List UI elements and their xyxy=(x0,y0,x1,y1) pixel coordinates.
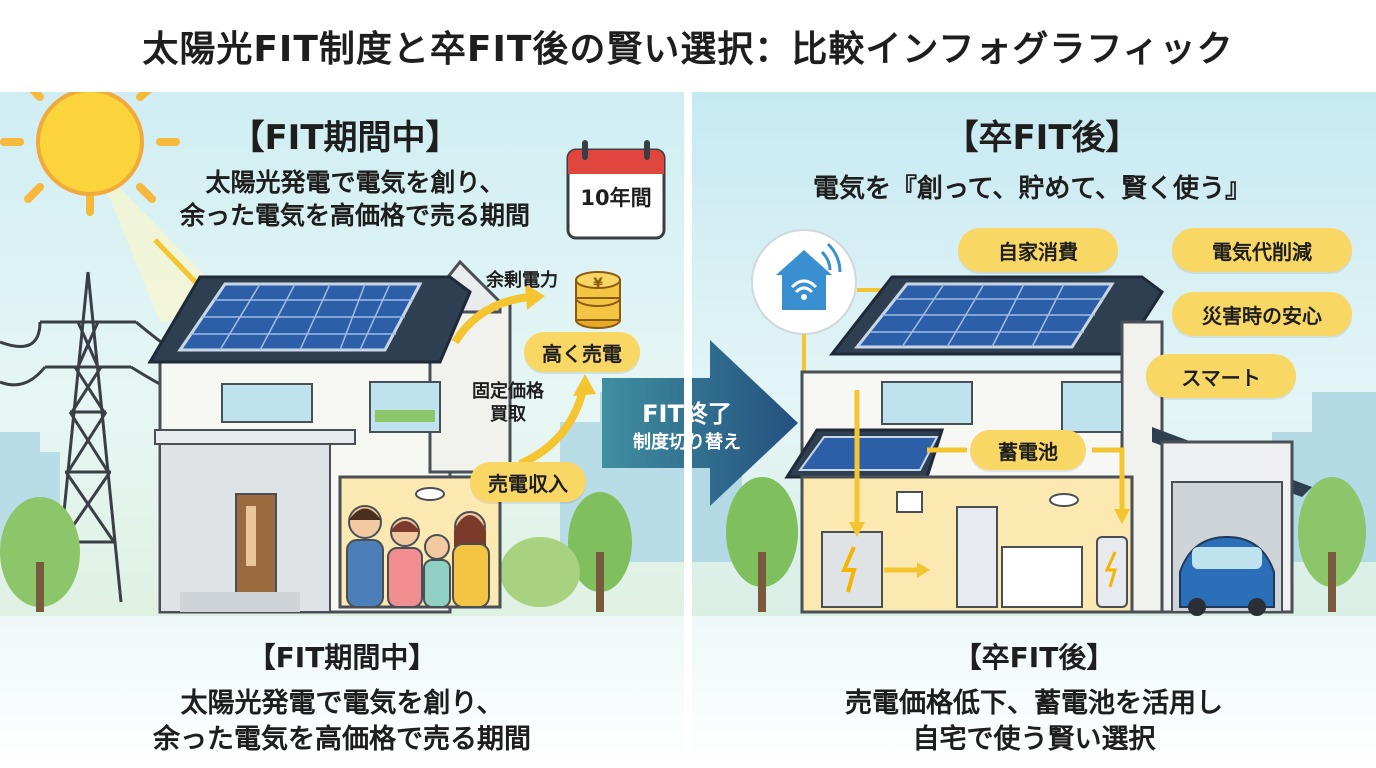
calendar-icon xyxy=(566,140,666,240)
fit-period-heading: 【FIT期間中】 xyxy=(230,118,460,158)
fixed-price-line2: 買取 xyxy=(490,404,526,426)
fit-period-subtitle-line2: 余った電気を高価格で売る期間 xyxy=(179,201,530,230)
yen-symbol: ¥ xyxy=(593,276,603,292)
sell-high-tag: 高く売電 xyxy=(524,332,640,372)
page-title: 太陽光FIT制度と卒FIT後の賢い選択：比較インフォグラフィック xyxy=(0,0,1376,92)
fit-period-caption-line1: 太陽光発電で電気を創り、 xyxy=(180,688,504,719)
fit-period-caption-line2: 余った電気を高価格で売る期間 xyxy=(153,723,531,755)
coin-stack-icon xyxy=(575,271,621,329)
income-arrow xyxy=(518,388,587,468)
house-icon xyxy=(784,275,1165,614)
house-icon xyxy=(147,259,512,614)
car-icon xyxy=(1179,535,1275,616)
post-fit-subtitle: 電気を『創って、貯めて、賢く使う』 xyxy=(812,174,1252,204)
self-consumption-tag: 自家消費 xyxy=(958,228,1118,272)
fixed-price-label: 固定価格 買取 xyxy=(458,380,558,427)
solar-panel-icon xyxy=(853,282,1115,349)
refrigerator-icon xyxy=(956,506,998,608)
post-fit-heading: 【卒FIT後】 xyxy=(944,118,1140,158)
surplus-power-label: 余剰電力 xyxy=(486,270,558,291)
fit-period-subtitle: 太陽光発電で電気を創り、 余った電気を高価格で売る期間 xyxy=(120,166,590,232)
fit-period-caption: 【FIT期間中】 太陽光発電で電気を創り、 余った電気を高価格で売る期間 xyxy=(0,616,684,768)
fit-period-subtitle-line1: 太陽光発電で電気を創り、 xyxy=(205,168,505,197)
post-fit-caption-line1: 売電価格低下、蓄電池を活用し xyxy=(845,688,1223,719)
post-fit-illustration xyxy=(692,229,1376,616)
post-fit-caption-line2: 自宅で使う賢い選択 xyxy=(912,723,1156,755)
fixed-price-line1: 固定価格 xyxy=(472,381,544,402)
sales-income-tag: 売電収入 xyxy=(470,462,586,502)
sun-icon xyxy=(0,92,180,216)
trees xyxy=(726,477,1366,612)
cost-reduction-tag: 電気代削減 xyxy=(1172,228,1352,272)
trees xyxy=(0,492,632,612)
battery-tag: 蓄電池 xyxy=(970,430,1086,470)
family-icon xyxy=(346,505,490,608)
smart-tag: スマート xyxy=(1146,354,1296,398)
smart-home-icon xyxy=(751,229,857,335)
fit-period-caption-text: 太陽光発電で電気を創り、 余った電気を高価格で売る期間 xyxy=(0,686,684,757)
post-fit-caption-title: 【卒FIT後】 xyxy=(953,641,1115,674)
calendar-label: 10年間 xyxy=(580,186,652,210)
fit-period-caption-title: 【FIT期間中】 xyxy=(247,641,437,674)
panel-divider xyxy=(684,92,692,768)
solar-panel-icon xyxy=(177,282,423,352)
surplus-arrow xyxy=(451,293,531,345)
post-fit-panel: 【卒FIT後】 電気を『創って、貯めて、賢く使う』 自家消費 電気代削減 災害時… xyxy=(692,92,1376,616)
fit-end-arrow xyxy=(602,340,798,506)
post-fit-caption: 【卒FIT後】 売電価格低下、蓄電池を活用し 自宅で使う賢い選択 xyxy=(692,616,1376,768)
disaster-safety-tag: 災害時の安心 xyxy=(1172,292,1352,336)
post-fit-caption-text: 売電価格低下、蓄電池を活用し 自宅で使う賢い選択 xyxy=(692,686,1376,757)
fit-period-panel: 【FIT期間中】 太陽光発電で電気を創り、 余った電気を高価格で売る期間 10年… xyxy=(0,92,684,616)
